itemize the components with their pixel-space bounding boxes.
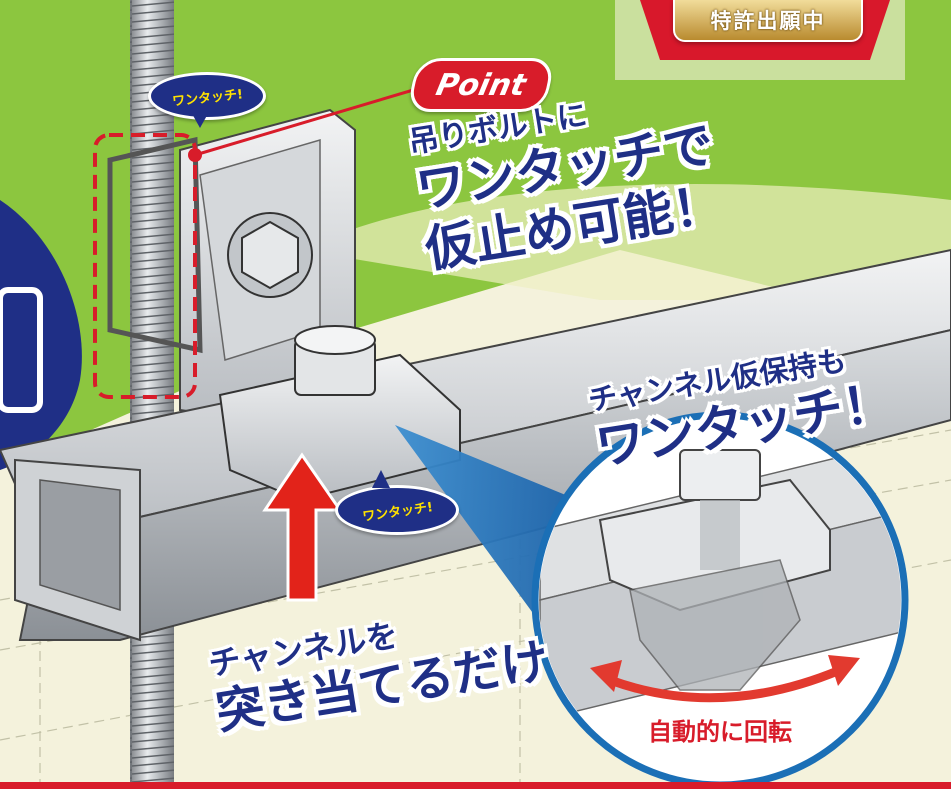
point-highlight <box>93 133 197 399</box>
bubble-tail-top <box>190 110 210 128</box>
bubble-tail-middle <box>372 470 390 488</box>
one-touch-bubble-middle: ワンタッチ! <box>335 485 459 535</box>
one-touch-bubble-top-text: ワンタッチ! <box>171 86 244 110</box>
one-touch-bubble-middle-text: ワンタッチ! <box>361 499 434 525</box>
threaded-rod <box>130 0 174 789</box>
patent-badge-text: 特許出願中 <box>710 9 826 33</box>
bracket <box>107 108 356 422</box>
point-tag-label: Point <box>432 67 530 103</box>
patent-badge: 特許出願中 <box>673 0 863 42</box>
bottom-strip <box>0 782 951 789</box>
detail-caption: 自動的に回転 <box>648 718 792 746</box>
detail-zoom-circle <box>531 411 909 789</box>
